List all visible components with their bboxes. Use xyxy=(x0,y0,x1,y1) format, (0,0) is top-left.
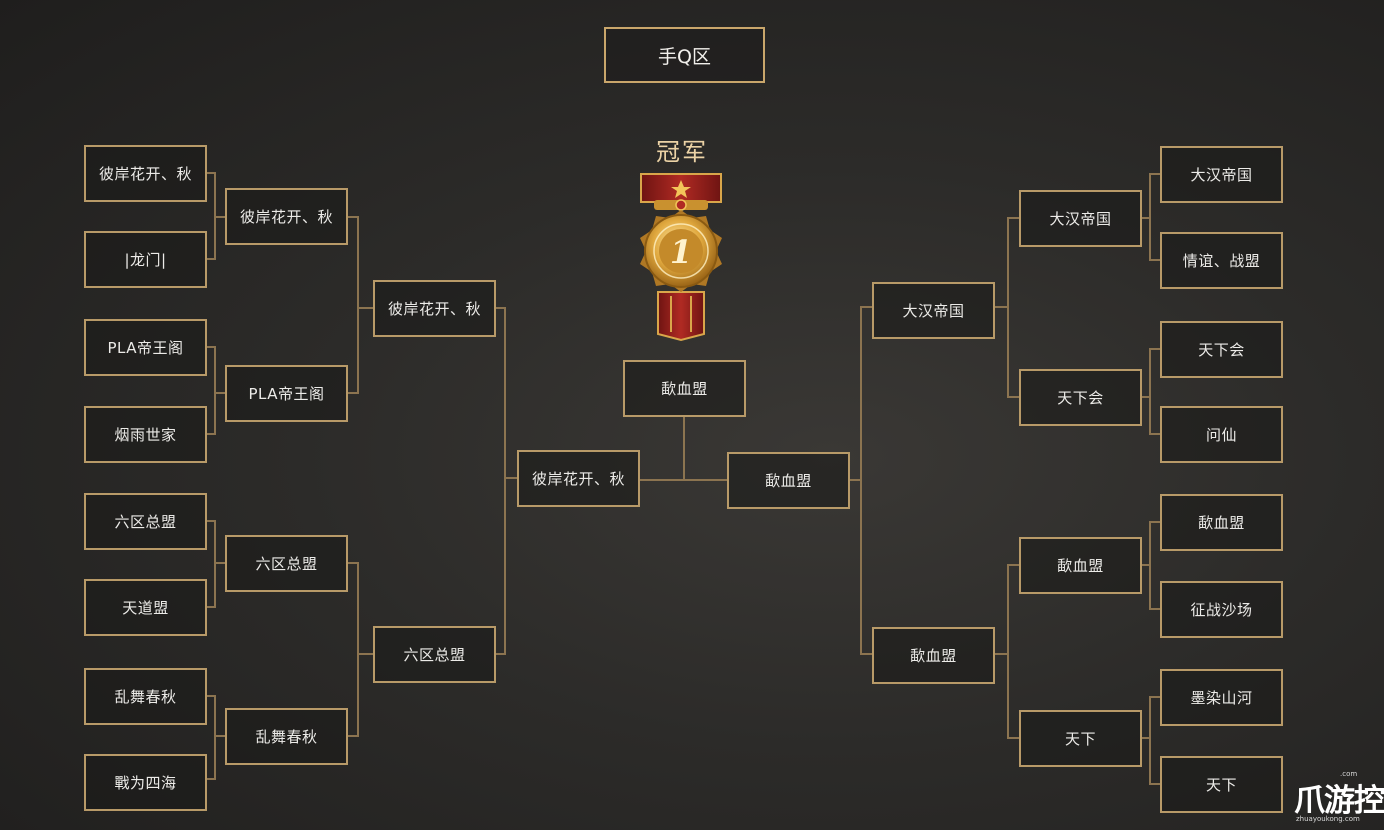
right-r1-team[interactable]: 征战沙场 xyxy=(1160,581,1283,638)
right-r1-team[interactable]: 天下 xyxy=(1160,756,1283,813)
left-r1-team[interactable]: |龙门| xyxy=(84,231,207,288)
left-r2-team[interactable]: 乱舞春秋 xyxy=(225,708,348,765)
right-r1-team[interactable]: 天下会 xyxy=(1160,321,1283,378)
right-r1-team[interactable]: 歃血盟 xyxy=(1160,494,1283,551)
left-r1-team[interactable]: 六区总盟 xyxy=(84,493,207,550)
right-r1-team[interactable]: 墨染山河 xyxy=(1160,669,1283,726)
right-finalist[interactable]: 歃血盟 xyxy=(727,452,850,509)
left-r1-team[interactable]: 彼岸花开、秋 xyxy=(84,145,207,202)
left-r2-team[interactable]: PLA帝王阁 xyxy=(225,365,348,422)
champion-team[interactable]: 歃血盟 xyxy=(623,360,746,417)
left-finalist[interactable]: 彼岸花开、秋 xyxy=(517,450,640,507)
left-r1-team[interactable]: 乱舞春秋 xyxy=(84,668,207,725)
left-r3-team[interactable]: 六区总盟 xyxy=(373,626,496,683)
champion-label: 冠军 xyxy=(656,138,708,166)
right-r1-team[interactable]: 大汉帝国 xyxy=(1160,146,1283,203)
left-r2-team[interactable]: 彼岸花开、秋 xyxy=(225,188,348,245)
right-r2-team[interactable]: 天下 xyxy=(1019,710,1142,767)
region-title: 手Q区 xyxy=(604,27,765,83)
watermark-domain: zhuayoukong.com xyxy=(1296,815,1360,823)
left-r1-team[interactable]: PLA帝王阁 xyxy=(84,319,207,376)
left-r3-team[interactable]: 彼岸花开、秋 xyxy=(373,280,496,337)
watermark-tld: .com xyxy=(1340,770,1358,778)
right-r1-team[interactable]: 情谊、战盟 xyxy=(1160,232,1283,289)
left-r2-team[interactable]: 六区总盟 xyxy=(225,535,348,592)
left-r1-team[interactable]: 戰为四海 xyxy=(84,754,207,811)
right-r3-team[interactable]: 歃血盟 xyxy=(872,627,995,684)
right-r2-team[interactable]: 大汉帝国 xyxy=(1019,190,1142,247)
right-r1-team[interactable]: 问仙 xyxy=(1160,406,1283,463)
left-r1-team[interactable]: 天道盟 xyxy=(84,579,207,636)
medal-rank: 1 xyxy=(670,233,692,271)
watermark-logo: 爪游控 xyxy=(1294,783,1384,819)
gold-medal-icon: 1 xyxy=(640,173,722,342)
right-r2-team[interactable]: 歃血盟 xyxy=(1019,537,1142,594)
right-r2-team[interactable]: 天下会 xyxy=(1019,369,1142,426)
right-r3-team[interactable]: 大汉帝国 xyxy=(872,282,995,339)
left-r1-team[interactable]: 烟雨世家 xyxy=(84,406,207,463)
